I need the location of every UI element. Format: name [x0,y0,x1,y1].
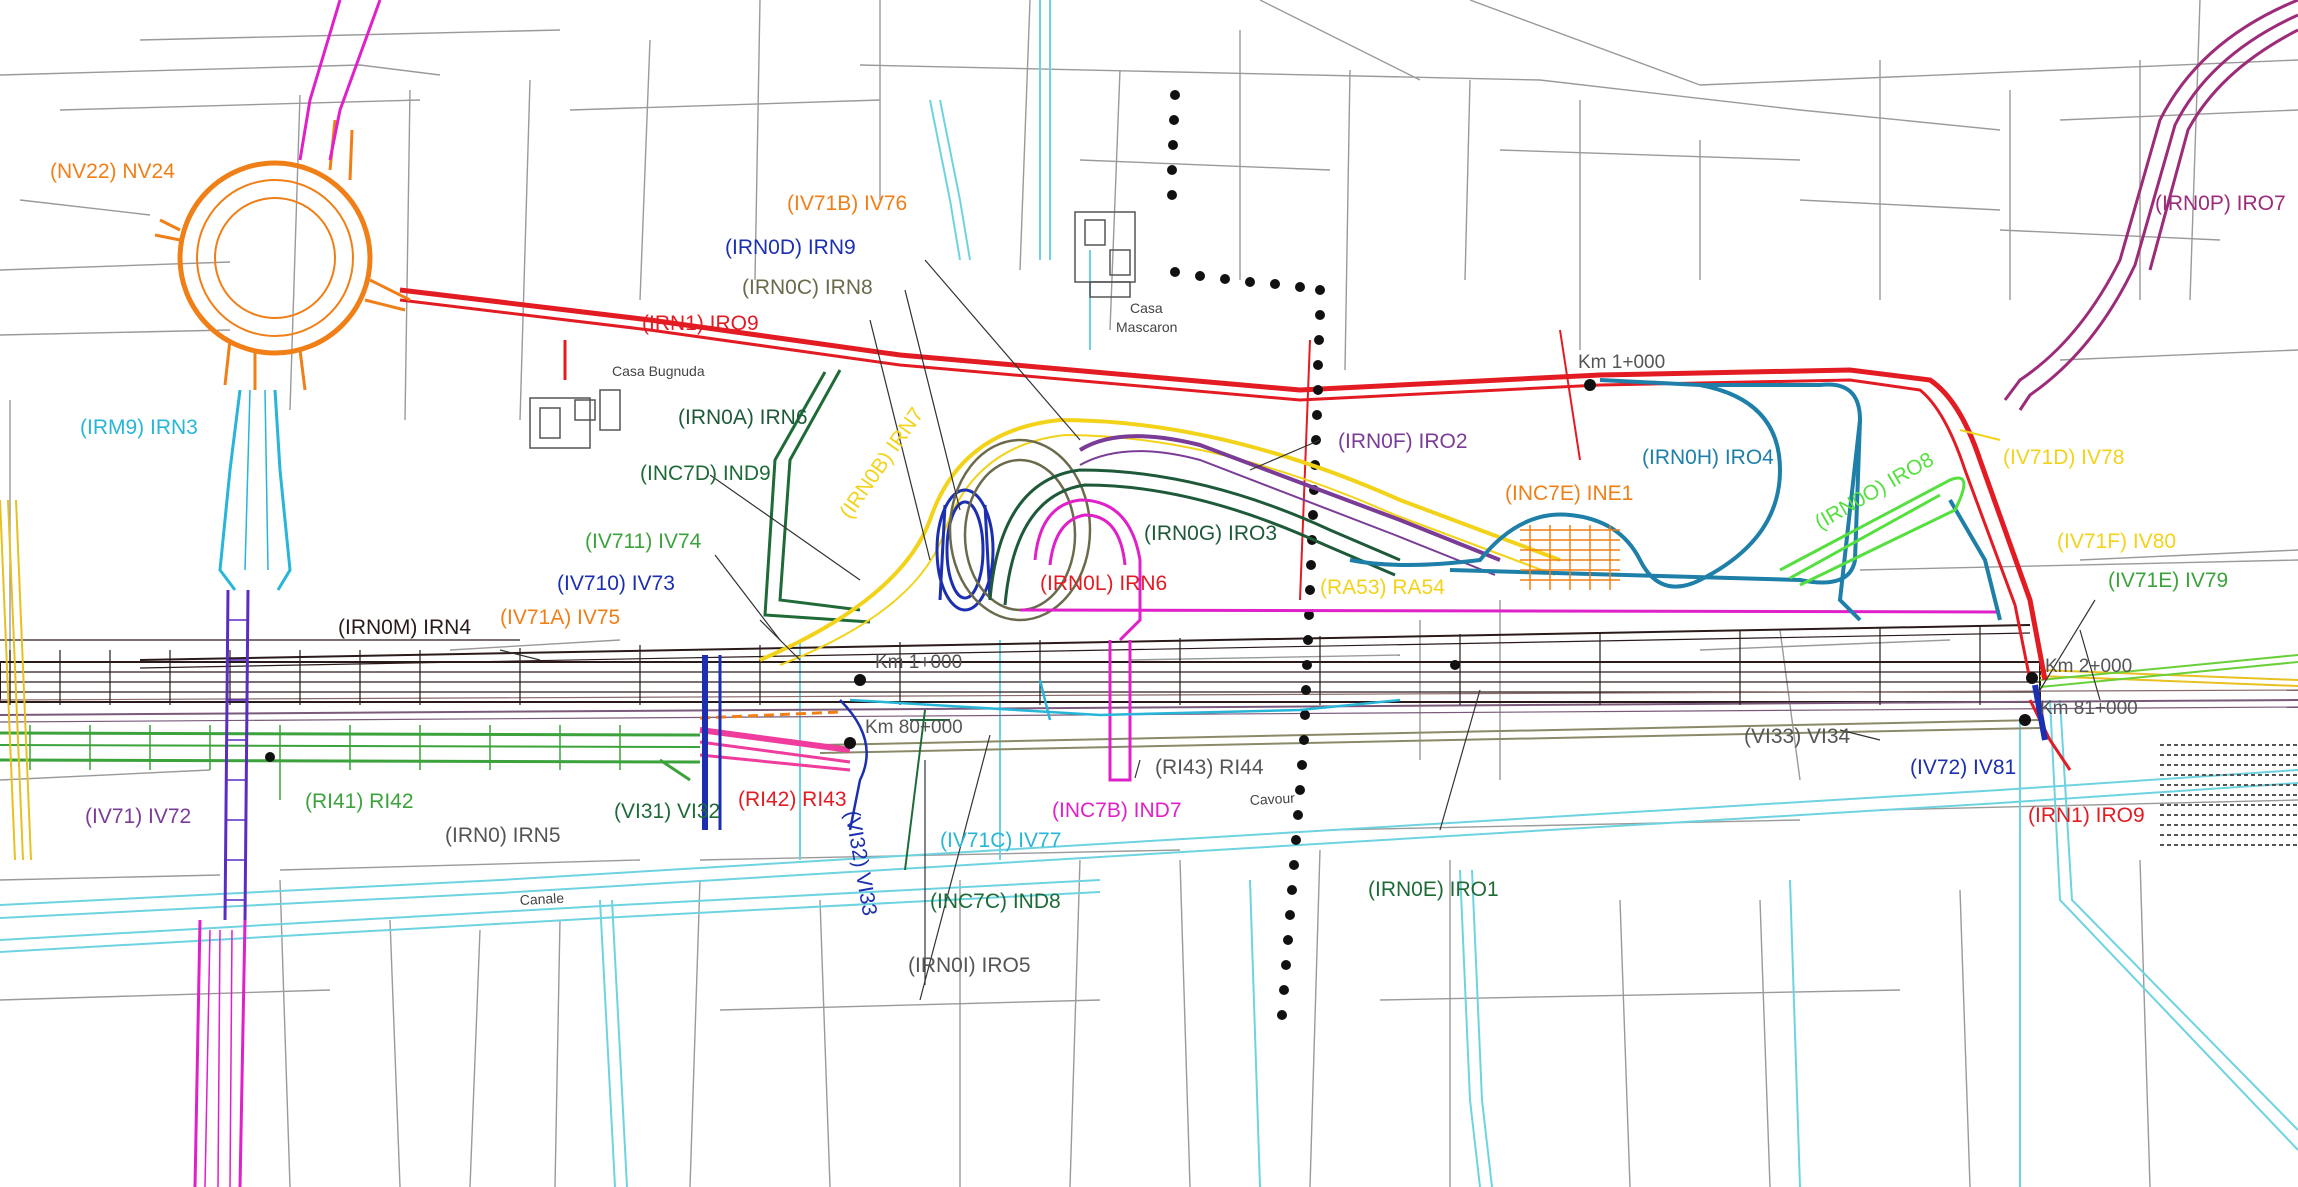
label-irn0i: (IRN0I) IRO5 [908,954,1031,977]
label-iv71: (IV71) IV72 [85,805,191,828]
place-casa-bugnuda: Casa Bugnuda [612,363,705,379]
chainage-km-2-000: Km 2+000 [2045,656,2132,677]
place-cavour: Cavour [1249,790,1295,808]
irn0o-road [1779,476,1966,587]
label-inc7d: (INC7D) IND9 [640,462,771,485]
place-canale: Canale [519,890,564,908]
railway-corridor [0,624,2298,723]
magenta-south-road [193,919,247,1187]
label-irn0g: (IRN0G) IRO3 [1144,522,1277,545]
nv24-roundabout [154,119,411,391]
label-ri43: (RI43) RI44 [1155,756,1264,779]
chainage-km-1-000-mid: Km 1+000 [875,652,962,673]
label-irn0a: (IRN0A) IRN6 [678,406,808,429]
irn0f-road [1078,434,1501,576]
label-inc7c: (INC7C) IND8 [930,890,1061,913]
iv71d-road [1959,429,2001,441]
label-irn0h: (IRN0H) IRO4 [1642,446,1774,469]
irm9-road [218,389,292,591]
label-irn0l: (IRN0L) IRN6 [1040,572,1167,595]
label-iv71e: (IV71E) IV79 [2108,569,2228,592]
label-ri42: (RI42) RI43 [738,788,847,811]
place-mascaron: Mascaron [1116,319,1177,335]
label-iv71d: (IV71D) IV78 [2003,446,2124,469]
vi32-road [839,699,868,831]
magenta-north-road [298,0,382,161]
casa-mascaron-buildings [1074,211,1136,298]
iv72-road [2032,684,2048,741]
label-irn0e: (IRN0E) IRO1 [1368,878,1499,901]
casa-bugnuda-buildings [529,389,621,449]
irn0a-road [763,369,871,624]
vi33-road [819,719,2041,754]
label-irn1-bottom: (IRN1) IRO9 [2028,804,2145,827]
power-line [1167,90,1325,1020]
label-irn1-top: (IRN1) IRO9 [642,312,759,335]
label-irm9: (IRM9) IRN3 [80,416,198,439]
irn0l-loop [1019,498,2001,782]
inc7e-area [1520,525,1620,590]
place-casa: Casa [1130,300,1163,316]
label-irn0m: (IRN0M) IRN4 [338,616,471,639]
label-irn0p: (IRN0P) IRO7 [2155,192,2286,215]
label-iv71c: (IV71C) IV77 [940,829,1061,852]
label-iv711: (IV711) IV74 [585,530,702,553]
label-ra53: (RA53) RA54 [1320,576,1445,599]
inc7c-road [904,709,950,871]
label-irn0: (IRN0) IRN5 [445,824,561,847]
chainage-markers [265,379,2038,762]
irn0h-loop [1349,378,2002,622]
label-irn0c: (IRN0C) IRN8 [742,276,873,299]
label-iv71a: (IV71A) IV75 [500,606,620,629]
label-iv71f: (IV71F) IV80 [2057,530,2176,553]
label-irn0d: (IRN0D) IRN9 [725,236,856,259]
iv71c-road [849,679,1401,721]
leader-lines [499,259,2101,1001]
chainage-km-80-000: Km 80+000 [865,717,963,738]
label-vi31: (VI31) VI32 [614,800,720,823]
label-inc7b: (INC7B) IND7 [1052,799,1182,822]
irn0d-loop [935,488,995,612]
chainage-km-81-000: Km 81+000 [2040,698,2138,719]
ri42-area [659,655,851,830]
irn0p-road [2003,0,2298,411]
ri41-road [0,725,701,800]
irn1-road [399,287,2072,771]
label-iv72: (IV72) IV81 [1910,756,2016,779]
label-nv24: (NV22) NV24 [50,160,175,183]
green-edge-lines [2039,654,2298,688]
iv71-road [223,589,250,921]
label-inc7e: (INC7E) INE1 [1505,482,1633,505]
label-irn0f: (IRN0F) IRO2 [1338,430,1468,453]
label-ri41: (RI41) RI42 [305,790,414,813]
label-iv710: (IV710) IV73 [557,572,675,595]
irn0g-loop [988,468,1401,606]
label-vi33: (VI33) VI34 [1744,725,1851,748]
label-iv71b: (IV71B) IV76 [787,192,907,215]
chainage-km-1-000-top: Km 1+000 [1578,352,1665,373]
